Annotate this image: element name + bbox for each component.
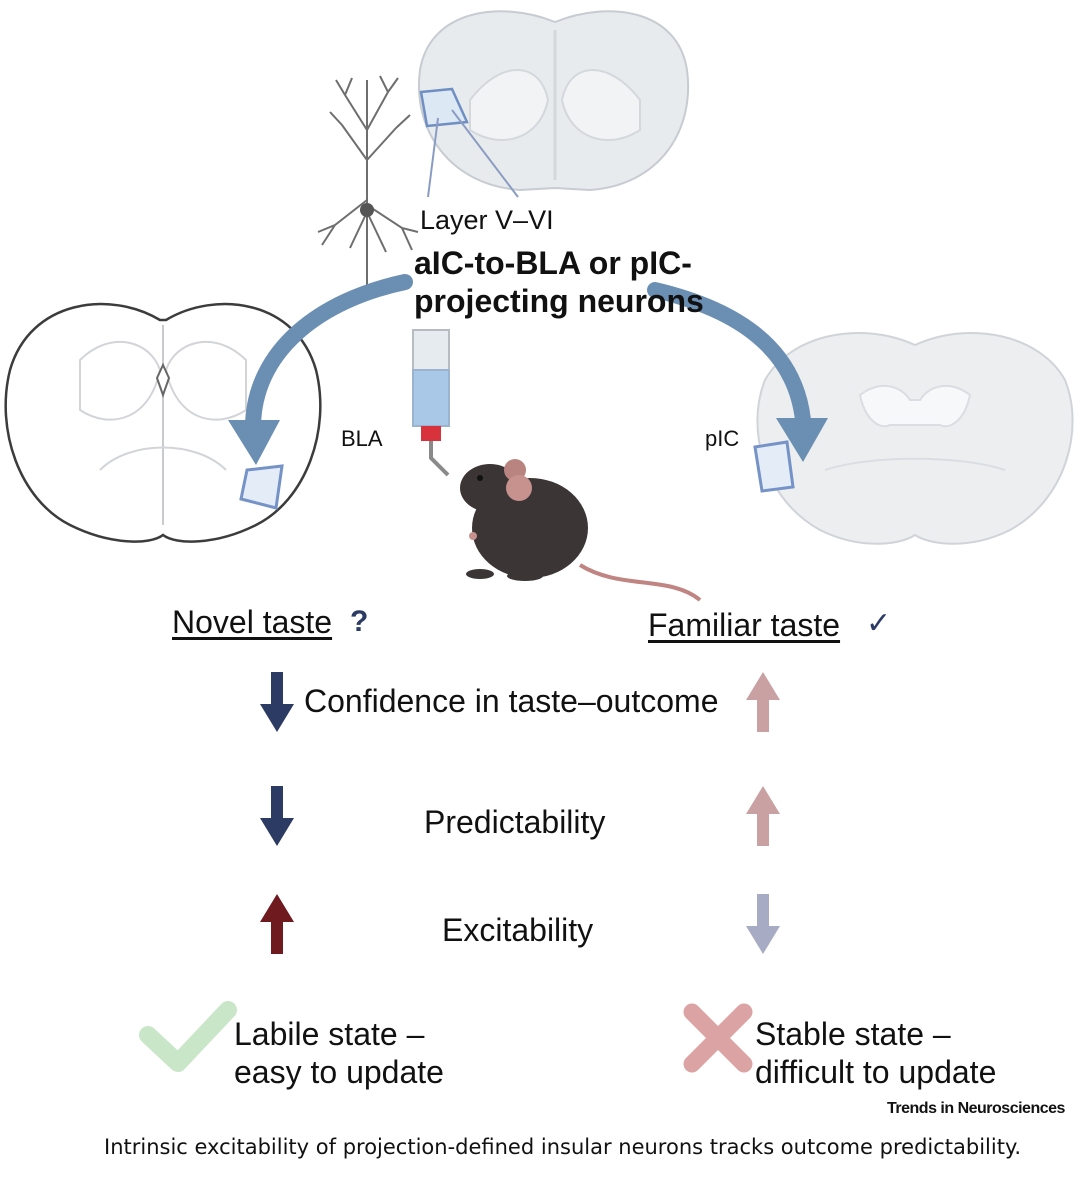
stable-state-line1: Stable state – bbox=[755, 1016, 951, 1052]
labile-state-line1: Labile state – bbox=[234, 1016, 425, 1052]
bla-label: BLA bbox=[341, 426, 383, 451]
journal-brand: Trends in Neurosciences bbox=[887, 1100, 1065, 1117]
curved-arrow-right bbox=[647, 282, 828, 462]
row-label-confidence: Confidence in taste–outcome bbox=[304, 683, 719, 719]
novel-taste-heading: Novel taste bbox=[172, 604, 333, 640]
top-brain-section bbox=[418, 10, 690, 198]
layer-label: Layer V–VI bbox=[420, 205, 554, 235]
stable-state-line2: difficult to update bbox=[755, 1054, 997, 1090]
row-label-excitability: Excitability bbox=[442, 912, 594, 948]
novel-up-arrow-icon bbox=[260, 894, 294, 954]
bla-region-outline bbox=[239, 464, 284, 510]
curved-arrow-left bbox=[228, 274, 413, 465]
figure-caption: Intrinsic excitability of projection-def… bbox=[104, 1135, 1022, 1159]
familiar-up-arrow-icon bbox=[746, 786, 780, 846]
mouse-icon bbox=[460, 459, 702, 602]
familiar-taste-heading: Familiar taste bbox=[648, 607, 841, 643]
labile-state-line2: easy to update bbox=[234, 1054, 444, 1090]
row-label-predictability: Predictability bbox=[424, 804, 606, 840]
pic-region-outline bbox=[753, 440, 795, 493]
right-brain-section bbox=[753, 332, 1074, 545]
aic-region-outline bbox=[419, 87, 469, 128]
projection-label: aIC-to-BLA or pIC-projecting neurons bbox=[414, 245, 704, 319]
pyramidal-neuron-icon bbox=[317, 75, 419, 288]
familiar-down-arrow-icon bbox=[746, 894, 780, 954]
small-checkmark-icon: ✓ bbox=[866, 607, 892, 640]
novel-down-arrow-icon bbox=[260, 786, 294, 846]
green-checkmark-icon bbox=[139, 1001, 237, 1072]
novel-down-arrow-icon bbox=[260, 672, 294, 732]
question-mark-icon: ? bbox=[350, 605, 369, 638]
familiar-up-arrow-icon bbox=[746, 672, 780, 732]
red-x-icon bbox=[683, 1003, 753, 1073]
pic-label: pIC bbox=[705, 426, 740, 451]
left-brain-section bbox=[4, 302, 322, 543]
water-bottle-icon bbox=[412, 329, 450, 477]
